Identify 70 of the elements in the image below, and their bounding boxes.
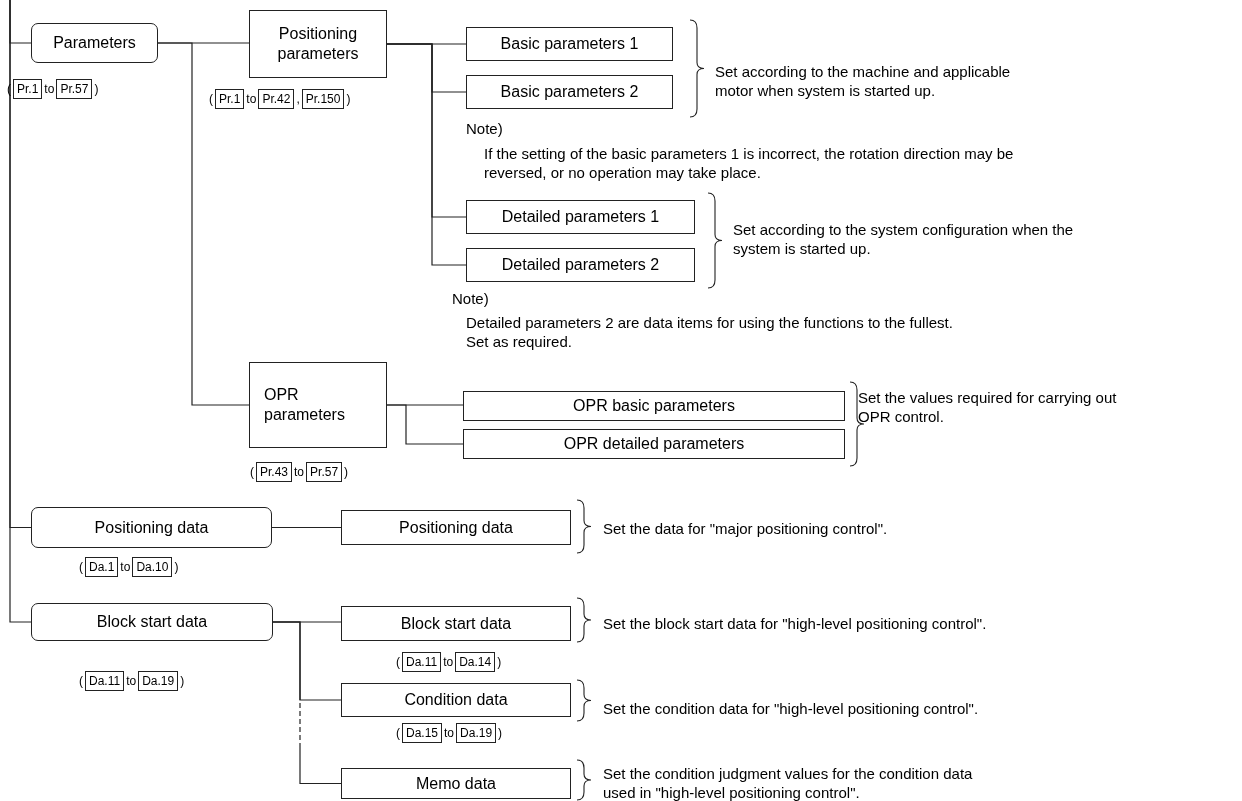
parameter-ref: Da.19 <box>138 671 179 691</box>
parameter-ref: Pr.1 <box>13 79 43 99</box>
parameter-box: Memo data <box>341 768 571 799</box>
ref-text: ) <box>496 655 503 669</box>
description-text: Set the condition data for "high-level positioning control". <box>603 699 979 718</box>
parameter-box: Condition data <box>341 683 571 717</box>
ref-text: ( <box>249 465 255 479</box>
parameter-box: Detailed parameters 2 <box>466 248 695 282</box>
parameter-box: Positioning data <box>341 510 571 545</box>
ref-text: ( <box>395 726 401 740</box>
ref-text: to <box>125 674 138 688</box>
ref-text: to <box>43 82 56 96</box>
parameter-box: Detailed parameters 1 <box>466 200 695 234</box>
ref-text: ) <box>497 726 504 740</box>
ref-text: ( <box>395 655 401 669</box>
parameter-box: OPR parameters <box>249 362 387 448</box>
ref-text: ) <box>93 82 100 96</box>
parameter-ref: Pr.150 <box>301 89 345 109</box>
description-text: Set according to the machine and applicable motor when system is started up. <box>715 62 1012 100</box>
parameter-ref: Pr.43 <box>256 462 293 482</box>
ref-text: ) <box>173 560 180 574</box>
ref-text: ( <box>78 560 84 574</box>
parameter-ref: Da.11 <box>402 652 442 672</box>
ref-text: ) <box>179 674 186 688</box>
parameter-ref: Pr.1 <box>215 89 245 109</box>
description-text: Detailed parameters 2 are data items for using the functions to the fullest. <box>466 313 953 332</box>
connector-line <box>9 0 32 623</box>
ref-text: to <box>442 655 455 669</box>
parameter-ref: Da.19 <box>456 723 497 743</box>
connector-line <box>386 404 464 445</box>
parameter-box: Basic parameters 1 <box>466 27 673 61</box>
ref-text: ( <box>208 92 214 106</box>
description-text: Set the block start data for "high-level positioning control". <box>603 614 987 633</box>
note-heading: Note) <box>466 119 503 138</box>
parameter-ref: Da.15 <box>402 723 443 743</box>
ref-text: ( <box>6 82 12 96</box>
parameter-ref: Pr.57 <box>306 462 343 482</box>
ref-text: to <box>443 726 456 740</box>
parameter-ref: Da.14 <box>455 652 496 672</box>
description-text: Set as required. <box>466 332 572 351</box>
description-text: If the setting of the basic parameters 1 is incorrect, the rotation direction may be reversed, or no operation may take place. <box>484 144 1015 182</box>
parameter-box: Positioning parameters <box>249 10 387 78</box>
parameter-box: Block start data <box>341 606 571 641</box>
note-heading: Note) <box>452 289 489 308</box>
description-text: Set according to the system configuration when the system is started up. <box>733 220 1075 258</box>
description-text: Set the data for "major positioning control". <box>603 519 888 538</box>
ref-text: to <box>245 92 258 106</box>
category-box: Parameters <box>31 23 158 63</box>
parameter-ref: Da.11 <box>85 671 125 691</box>
connector-line <box>271 526 342 529</box>
parameter-box: Basic parameters 2 <box>466 75 673 109</box>
parameter-box: OPR detailed parameters <box>463 429 845 459</box>
ref-text: to <box>119 560 132 574</box>
description-text: Set the values required for carrying out OPR control. <box>858 388 1118 426</box>
parameter-ref: Da.1 <box>85 557 119 577</box>
description-text: Set the condition judgment values for the condition data used in "high-level positioning control". <box>603 764 973 801</box>
connector-line <box>386 43 467 266</box>
parameter-box: OPR basic parameters <box>463 391 845 421</box>
parameter-ref: Pr.42 <box>258 89 295 109</box>
parameter-ref: Pr.57 <box>56 79 93 99</box>
parameter-ref: Da.10 <box>132 557 173 577</box>
ref-text: to <box>293 465 306 479</box>
category-box: Block start data <box>31 603 273 641</box>
ref-text: , <box>295 92 301 106</box>
ref-text: ) <box>343 465 350 479</box>
connector-line <box>272 621 342 785</box>
ref-text: ( <box>78 674 84 688</box>
connector-line <box>157 42 250 406</box>
ref-text: ) <box>345 92 352 106</box>
category-box: Positioning data <box>31 507 272 548</box>
